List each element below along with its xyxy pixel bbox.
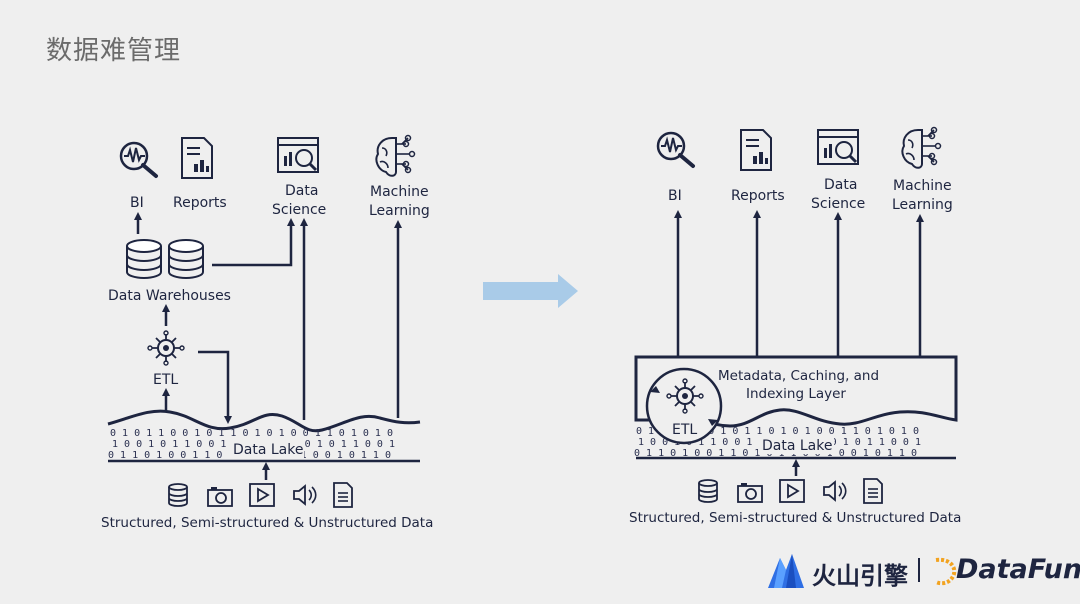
camera-icon (737, 483, 763, 503)
right-reports-label: Reports (731, 188, 785, 204)
warehouse-db-icon-2 (168, 239, 204, 279)
etl-cycle-circle (645, 367, 723, 445)
brand-separator (918, 558, 920, 582)
report-icon (740, 129, 772, 171)
report-icon (181, 137, 213, 179)
left-ds-label-2: Science (272, 202, 326, 218)
left-diagram: BI Reports Data Science Machine Learning… (101, 134, 433, 531)
audio-speaker-icon (293, 484, 317, 506)
datafun-logo-icon (935, 557, 957, 586)
data-science-icon (277, 137, 319, 173)
arrow-etl-to-lake (198, 350, 232, 424)
partner-name: DataFun. (956, 554, 1080, 585)
brain-icon (375, 134, 416, 177)
volcano-engine-logo-icon (768, 554, 804, 588)
left-bi-label: BI (130, 195, 144, 211)
brain-icon (901, 126, 942, 169)
document-icon (863, 478, 883, 504)
right-diagram: BI Reports Data Science Machine Learning… (629, 126, 961, 526)
left-sources-label: Structured, Semi-structured & Unstructur… (101, 515, 433, 531)
slide-title: 数据难管理 (46, 36, 182, 66)
left-etl-label: ETL (153, 372, 178, 388)
bi-icon (119, 141, 158, 178)
left-reports-label: Reports (173, 195, 227, 211)
right-sources-label: Structured, Semi-structured & Unstructur… (629, 510, 961, 526)
right-ds-label-1: Data (824, 177, 857, 193)
layer-label-1: Metadata, Caching, and (718, 368, 879, 384)
brand-name: 火山引擎 (812, 562, 908, 590)
warehouse-db-icon-1 (126, 239, 162, 279)
right-ml-label-1: Machine (893, 178, 952, 194)
right-ml-label-2: Learning (892, 197, 953, 213)
document-icon (333, 482, 353, 508)
layer-label-2: Indexing Layer (746, 386, 846, 402)
left-lake-label-bg (228, 440, 304, 458)
left-bits-row-1: 0 1 0 1 1 0 0 1 0 1 1 0 1 0 1 0 0 1 1 0 … (110, 428, 393, 439)
arrow-wh-to-ds (212, 218, 295, 267)
right-lake-label: Data Lake (762, 438, 832, 454)
video-play-icon (249, 483, 275, 507)
audio-speaker-icon (823, 480, 847, 502)
left-warehouses-label: Data Warehouses (108, 288, 231, 304)
etl-cycle-arrow-bottom (708, 419, 718, 426)
right-ds-label-2: Science (811, 196, 865, 212)
left-ml-label-1: Machine (370, 184, 429, 200)
right-bits-row-1: 0 1 0 1 1 0 0 1 0 1 1 0 1 0 1 0 0 1 1 0 … (636, 426, 919, 437)
right-lake-label-bg (758, 436, 834, 454)
transition-arrow (483, 274, 578, 308)
left-ml-label-2: Learning (369, 203, 430, 219)
right-etl-label: ETL (672, 422, 697, 438)
bi-icon (656, 131, 695, 168)
etl-chip-icon (147, 330, 185, 366)
camera-icon (207, 487, 233, 507)
video-play-icon (779, 479, 805, 503)
etl-chip-icon (666, 378, 704, 414)
right-bi-label: BI (668, 188, 682, 204)
structured-db-icon (168, 483, 188, 507)
structured-db-icon (698, 479, 718, 503)
left-ds-label-1: Data (285, 183, 318, 199)
left-lake-wave (107, 409, 421, 433)
left-lake-label: Data Lake (233, 442, 303, 458)
etl-cycle-arrow-top (650, 386, 660, 393)
brand-footer: 火山引擎 DataFun. (766, 548, 1080, 592)
data-science-icon (817, 129, 859, 165)
